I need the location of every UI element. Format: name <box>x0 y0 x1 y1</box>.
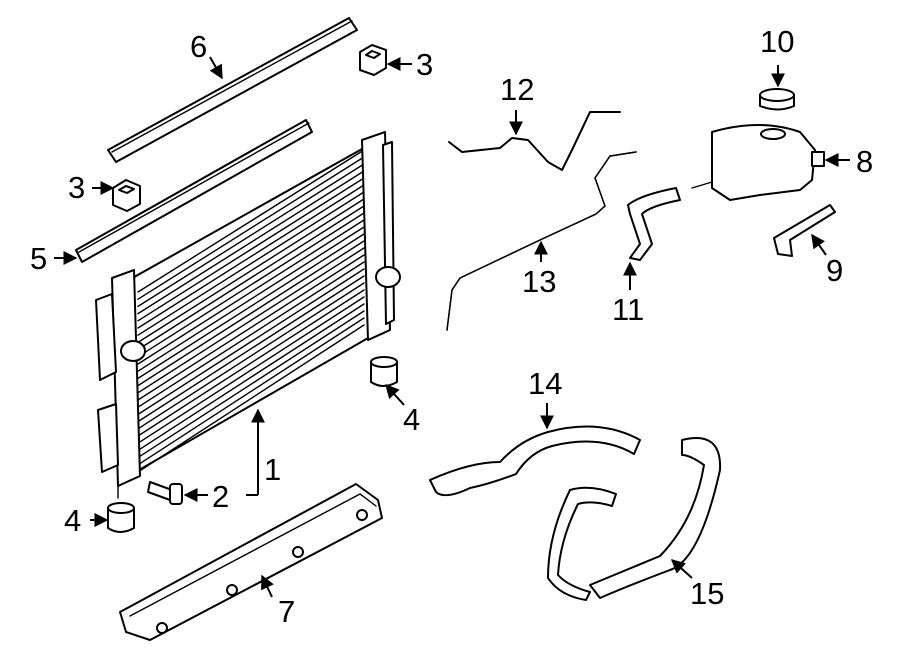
vent-line <box>446 151 637 331</box>
callout-3-left: 3 <box>68 170 85 205</box>
radiator-fin <box>137 205 365 351</box>
radiator-fin <box>137 226 365 372</box>
radiator-fin <box>137 275 365 423</box>
radiator-fin <box>137 212 365 358</box>
radiator-fin <box>137 233 365 380</box>
mounting-bolt <box>147 481 183 505</box>
callout-14: 14 <box>528 366 562 401</box>
callout-1: 1 <box>264 452 281 487</box>
lower-radiator-hose <box>547 437 722 601</box>
callout-15: 15 <box>690 576 724 611</box>
callout-13: 13 <box>522 264 556 299</box>
radiator-fin <box>137 247 365 394</box>
radiator-fin <box>137 198 365 344</box>
radiator-fin <box>137 191 365 336</box>
radiator-fin <box>137 282 365 430</box>
lower-air-deflector <box>119 483 383 641</box>
upper-isolator-top <box>359 44 387 76</box>
coolant-reservoir <box>691 124 825 201</box>
radiator-fin <box>137 184 365 329</box>
outlet-hose <box>627 187 681 261</box>
radiator-fin <box>137 289 365 437</box>
callout-4-right: 4 <box>403 402 420 437</box>
radiator-fin <box>137 163 365 308</box>
upper-seal-strip <box>107 17 358 163</box>
callout-5: 5 <box>30 241 47 276</box>
upper-radiator-hose <box>429 425 641 497</box>
radiator-fin <box>137 317 365 466</box>
radiator-fin <box>137 296 365 444</box>
bypass-tube <box>448 111 621 171</box>
leader-lines <box>54 56 850 598</box>
radiator-fin <box>137 268 365 416</box>
side-seal-strip <box>75 119 313 263</box>
callout-10: 10 <box>760 24 794 59</box>
callout-7: 7 <box>278 594 295 629</box>
callout-3-top: 3 <box>416 47 433 82</box>
lower-isolator-right <box>370 356 398 387</box>
callout-4-left: 4 <box>64 503 81 538</box>
radiator-fin <box>137 156 365 300</box>
lower-isolator-left <box>107 502 135 533</box>
radiator-fin <box>137 149 365 293</box>
radiator-fin <box>137 303 365 452</box>
radiator-fin <box>137 177 365 322</box>
callout-labels: 1 2 3 3 4 4 5 6 7 8 9 10 11 12 13 14 15 <box>30 24 873 629</box>
reservoir-cap <box>759 88 795 111</box>
callout-6: 6 <box>190 29 207 64</box>
radiator-fin <box>137 240 365 387</box>
radiator <box>95 131 401 499</box>
callout-8: 8 <box>856 144 873 179</box>
callout-11: 11 <box>612 292 644 327</box>
radiator-fin <box>137 254 365 401</box>
callout-2: 2 <box>212 479 229 514</box>
radiator-fin <box>137 324 365 473</box>
radiator-fin <box>137 219 365 365</box>
reservoir-bracket <box>773 204 836 257</box>
radiator-fin <box>137 261 365 408</box>
radiator-fin <box>137 310 365 459</box>
radiator-fin <box>137 170 365 315</box>
callout-12: 12 <box>500 72 534 107</box>
upper-isolator-left <box>112 179 141 212</box>
callout-9: 9 <box>826 253 843 288</box>
